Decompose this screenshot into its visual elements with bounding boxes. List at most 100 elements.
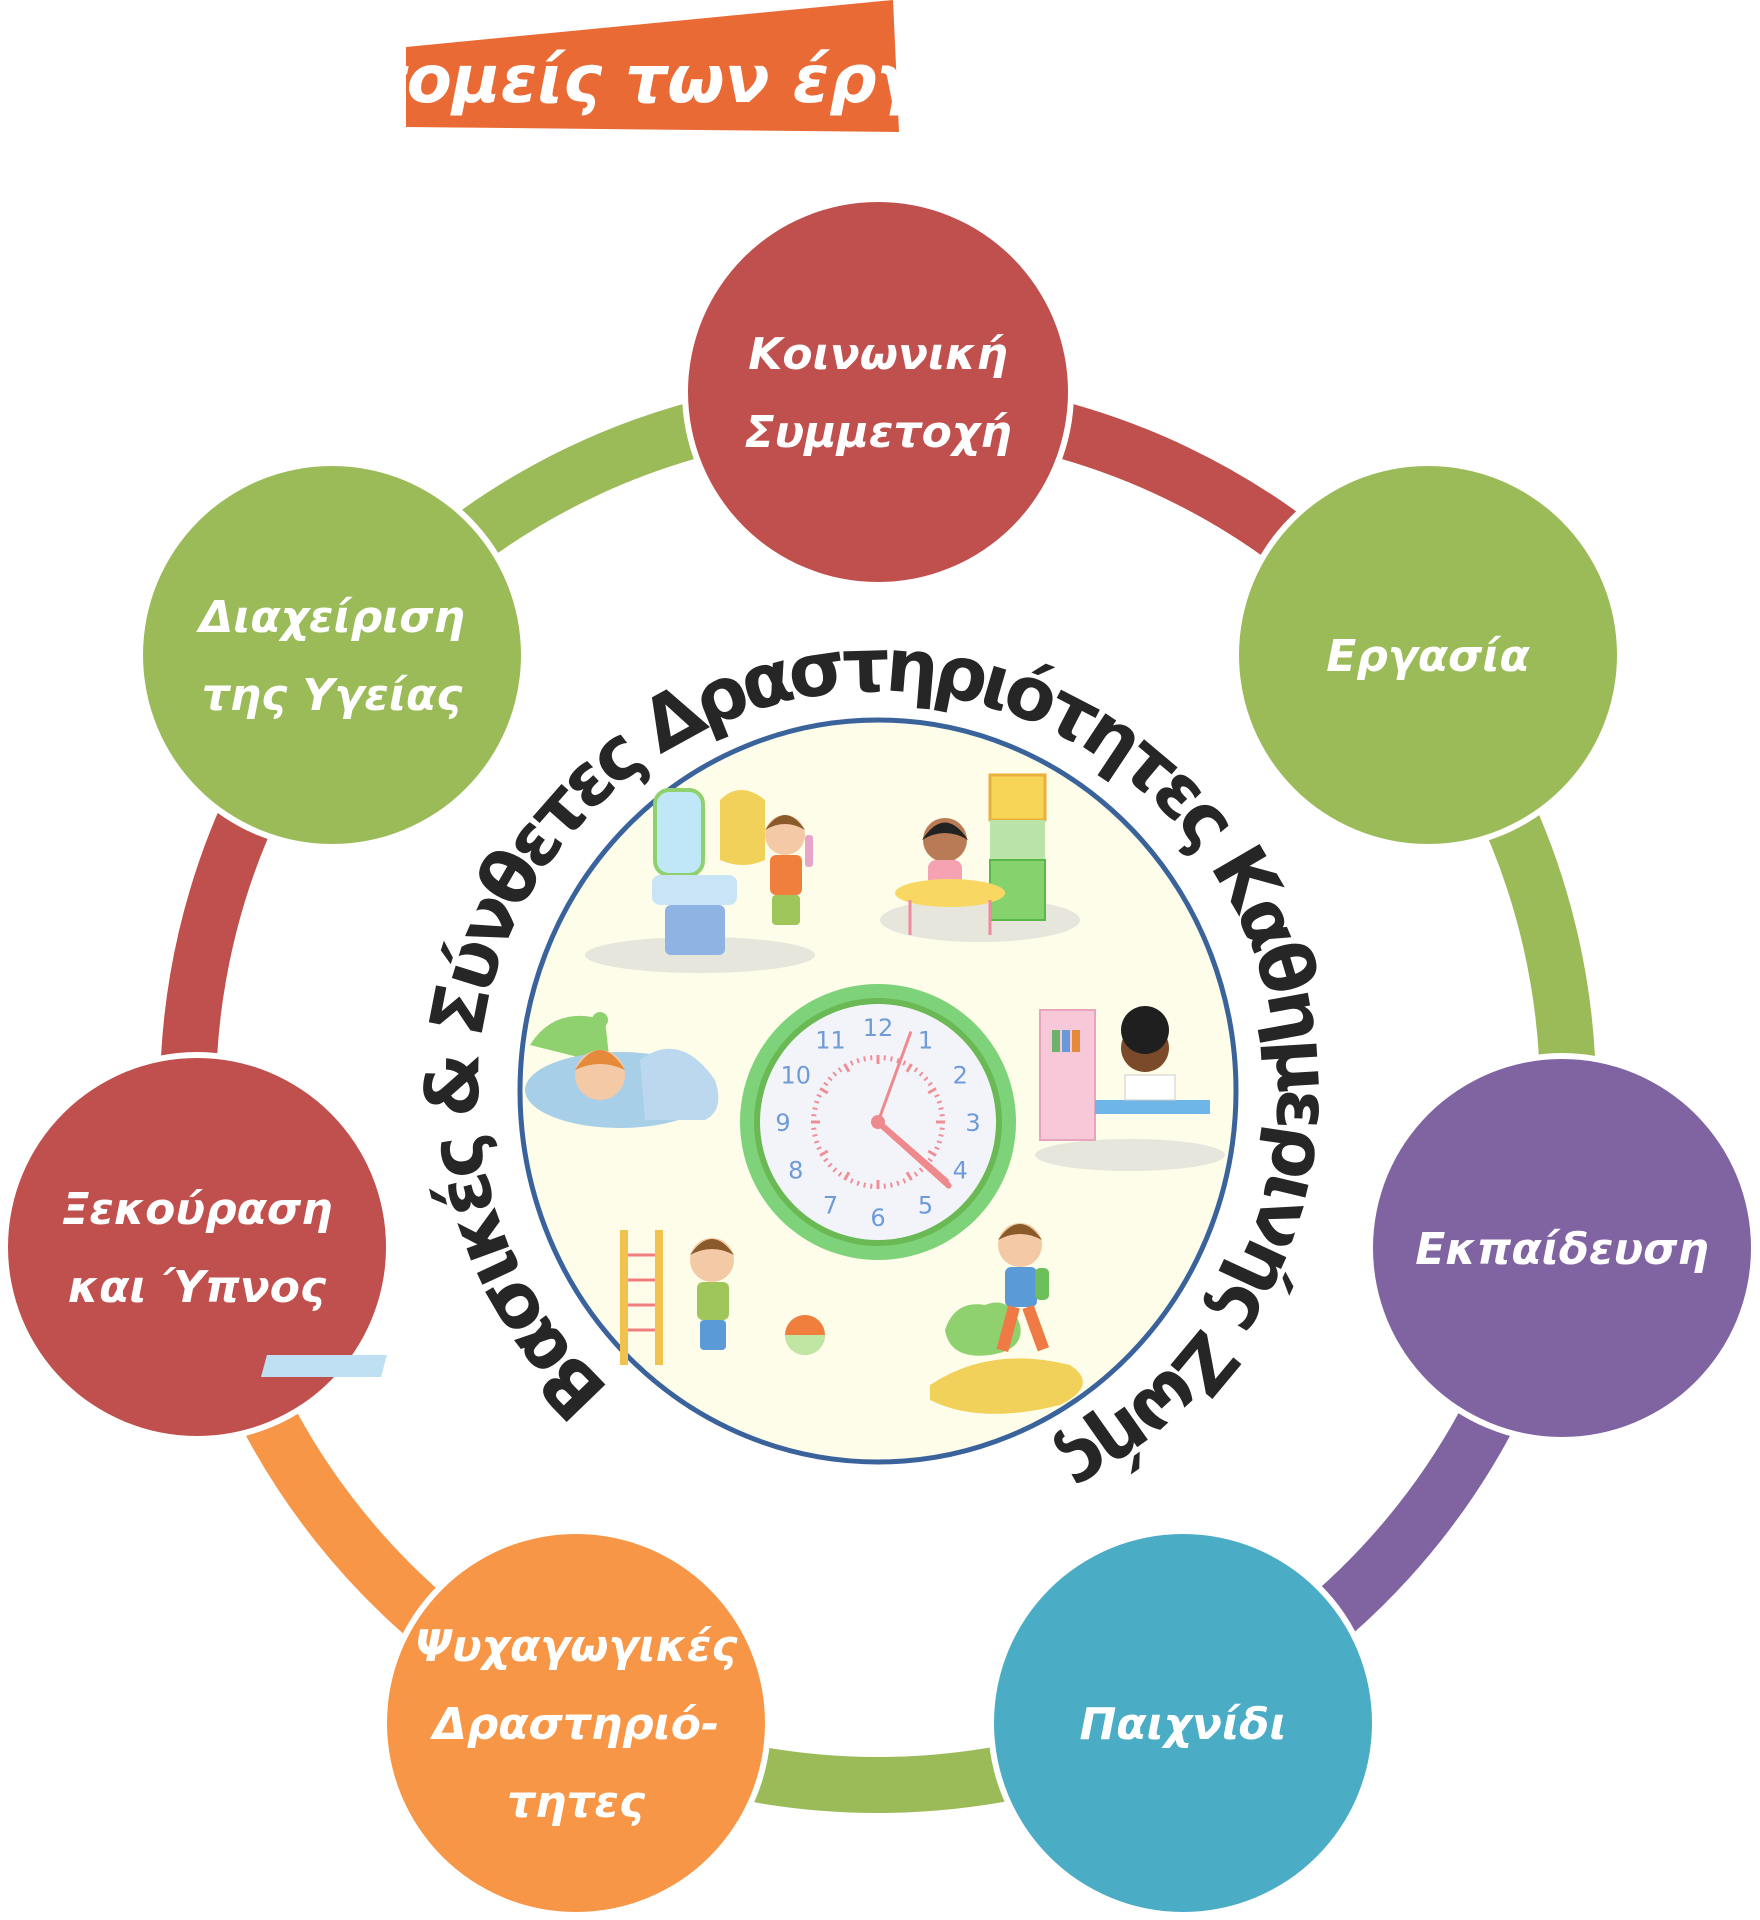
- clock-second-hand: [876, 1031, 912, 1124]
- clock-tick: [843, 1063, 851, 1073]
- clock-tick: [856, 1180, 860, 1187]
- sector-circle: [1373, 1059, 1751, 1437]
- clock-tick: [819, 1087, 829, 1095]
- clock-tick: [902, 1178, 907, 1184]
- sector-rest: Ξεκούραση και Ύπνος: [2, 1052, 392, 1442]
- clock-minute-hand: [875, 1119, 952, 1189]
- clock-tick: [902, 1060, 907, 1066]
- sector-label-line: Εκπαίδευση: [1415, 1224, 1709, 1275]
- clock-tick: [939, 1127, 945, 1130]
- clock-tick: [863, 1056, 867, 1062]
- clock-number: 12: [863, 1014, 894, 1042]
- clock-tick: [856, 1057, 860, 1064]
- clock-tick: [896, 1057, 900, 1064]
- clock-tick: [896, 1180, 900, 1187]
- clock-tick: [883, 1183, 886, 1189]
- clock-tick: [823, 1081, 829, 1087]
- sector-label-line: Εργασία: [1326, 631, 1530, 682]
- clock-number: 3: [965, 1109, 980, 1137]
- clock-tick: [832, 1167, 838, 1173]
- clock-tick: [913, 1067, 919, 1073]
- sector-circle: [688, 202, 1068, 582]
- clock-tick: [936, 1100, 943, 1104]
- clock-tick: [816, 1146, 822, 1151]
- clock-tick: [843, 1171, 851, 1181]
- clock-tick: [827, 1076, 833, 1082]
- clock-ticks: [811, 1055, 945, 1189]
- clock-tick: [918, 1167, 924, 1173]
- sector-label-line: και Ύπνος: [68, 1262, 327, 1313]
- sector-label-line: Ψυχαγωγικές: [415, 1621, 739, 1672]
- clock-tick: [927, 1157, 933, 1163]
- clock-tick: [927, 1081, 933, 1087]
- clock-tick: [863, 1182, 867, 1188]
- clock-tick: [811, 1127, 817, 1130]
- clock-tick: [870, 1183, 873, 1189]
- studying-scene-icon: [1035, 1006, 1225, 1171]
- clock-tick: [927, 1087, 937, 1095]
- clock-tick: [938, 1133, 944, 1137]
- clock-tick: [905, 1171, 913, 1181]
- title-banner: Οι τομείς των έργων:: [260, 0, 1050, 132]
- clock-tick: [905, 1063, 913, 1073]
- kitchen-scene-icon: [880, 773, 1080, 942]
- sector-circle: [387, 1534, 765, 1912]
- clock-tick: [812, 1107, 818, 1111]
- clock-tick: [939, 1114, 945, 1117]
- clock-number: 8: [788, 1157, 803, 1185]
- clock-tick: [934, 1093, 940, 1098]
- clock-tick: [913, 1171, 919, 1177]
- clock-number: 4: [953, 1157, 968, 1185]
- sector-play: Παιχνίδι: [988, 1528, 1378, 1918]
- clock-tick: [889, 1056, 893, 1062]
- sector-label-line: Δραστηριό-: [430, 1699, 720, 1750]
- clock-tick: [811, 1114, 817, 1117]
- clock-tick: [870, 1055, 873, 1061]
- title-banner-background: [406, 0, 899, 132]
- clock-number: 2: [953, 1062, 968, 1090]
- sector-work: Εργασία: [1233, 460, 1623, 850]
- clock-tick: [813, 1100, 820, 1104]
- sector-label-line: τητες: [507, 1777, 646, 1828]
- sector-label-line: Κοινωνική: [748, 329, 1007, 380]
- clock-tick: [938, 1107, 944, 1111]
- playing-scene-icon: [261, 1230, 825, 1377]
- sector-label-line: Ξεκούραση: [62, 1184, 333, 1235]
- clock-number: 6: [870, 1204, 885, 1232]
- clock-number: 7: [823, 1191, 838, 1219]
- sector-circles: ΚοινωνικήΣυμμετοχήΕργασίαΕκπαίδευσηΠαιχν…: [2, 196, 1757, 1918]
- sector-label-line: Διαχείριση: [196, 592, 465, 643]
- clock-tick: [827, 1162, 833, 1168]
- clock-tick: [823, 1157, 829, 1163]
- title-text: Οι τομείς των έργων:: [260, 41, 1050, 118]
- clock-tick: [936, 1140, 943, 1144]
- clock-tick: [832, 1071, 838, 1077]
- clock-tick: [813, 1140, 820, 1144]
- clock-tick: [934, 1146, 940, 1151]
- clock-tick: [819, 1149, 829, 1157]
- sector-label-line: Παιχνίδι: [1079, 1699, 1286, 1750]
- clock-number: 5: [918, 1191, 933, 1219]
- clock-number: 11: [815, 1027, 846, 1055]
- clock-tick: [849, 1060, 854, 1066]
- clock-tick: [816, 1093, 822, 1098]
- clock-number: 10: [780, 1062, 811, 1090]
- clock-number: 1: [918, 1027, 933, 1055]
- sector-education: Εκπαίδευση: [1367, 1053, 1757, 1443]
- clock-tick: [918, 1071, 924, 1077]
- clock-tick: [849, 1178, 854, 1184]
- clock-tick: [812, 1133, 818, 1137]
- clock-tick: [927, 1149, 937, 1157]
- walking-scene-icon: [930, 1223, 1083, 1414]
- clock-number: 9: [775, 1109, 790, 1137]
- clock-tick: [923, 1076, 929, 1082]
- clock-tick: [889, 1182, 893, 1188]
- sector-circle: [143, 466, 521, 844]
